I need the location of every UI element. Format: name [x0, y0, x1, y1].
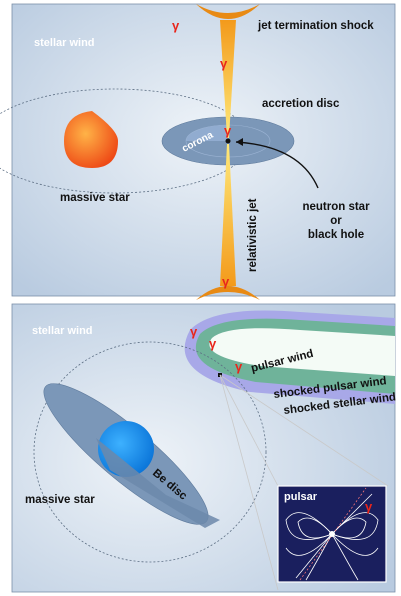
relativistic-jet-label: relativistic jet	[247, 198, 259, 272]
gamma-symbol: γ	[220, 56, 228, 71]
massive-star-label-bottom: massive star	[25, 494, 95, 506]
top-panel: γ γ γ γ stellar wind jet termination sho…	[0, 3, 396, 300]
accretion-disc-label: accretion disc	[262, 98, 340, 110]
gamma-symbol: γ	[209, 336, 217, 351]
relativistic-jet-lower	[220, 144, 236, 286]
pointer-arrowhead	[236, 138, 243, 146]
zoom-line	[219, 374, 279, 591]
jet-termination-shock-bottom	[196, 286, 260, 300]
stellar-wind-label-top: stellar wind	[34, 37, 95, 49]
compact-object	[225, 138, 231, 144]
pulsar-wind-region	[209, 328, 395, 376]
corona	[186, 125, 228, 141]
compact-object-label-line3: black hole	[308, 229, 364, 241]
magnetic-field-lines	[285, 493, 379, 581]
be-disc-foreground	[96, 438, 220, 528]
pulsar-label: pulsar	[284, 491, 318, 503]
gamma-symbol: γ	[190, 324, 198, 339]
bottom-panel: pulsar γ γ γ γ stellar wind pulsar wind …	[11, 303, 397, 593]
zoom-line	[219, 374, 389, 487]
relativistic-jet-upper	[220, 20, 236, 138]
compact-object-label-line1: neutron star	[302, 201, 370, 213]
gamma-symbol: γ	[365, 499, 373, 514]
massive-star-top	[64, 111, 118, 168]
stellar-wind-label-bottom: stellar wind	[32, 325, 93, 337]
gamma-symbol: γ	[224, 123, 232, 138]
binary-orbit-bottom	[33, 341, 267, 563]
zoom-line	[219, 374, 279, 487]
compact-object-pointer	[235, 141, 319, 189]
gamma-symbol: γ	[235, 359, 243, 374]
compact-object-label-line2: or	[330, 215, 342, 227]
massive-star-label-top: massive star	[60, 192, 130, 204]
jet-termination-shock-label: jet termination shock	[257, 20, 374, 32]
pulsar-inset: pulsar γ	[277, 485, 387, 583]
jet-termination-shock-top	[196, 4, 260, 19]
gamma-symbol: γ	[172, 18, 180, 33]
gamma-symbol: γ	[222, 274, 230, 289]
pulsar-star	[329, 531, 335, 537]
